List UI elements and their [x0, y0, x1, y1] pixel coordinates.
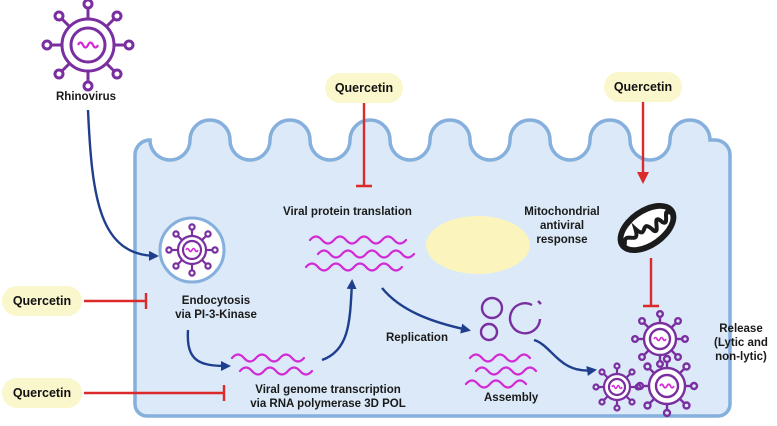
mitochondrion-icon: [617, 202, 677, 254]
inhibition-lines: [84, 100, 659, 401]
endocytosis-label: Endocytosis via PI-3-Kinase: [175, 295, 257, 321]
rhinovirus-label: Rhinovirus: [56, 91, 117, 103]
rna-strand-icon: [304, 235, 416, 272]
release-inhibit: [643, 258, 659, 308]
virus-icon: [41, 0, 135, 92]
cell-membrane: [133, 118, 732, 418]
virus-icon: [592, 362, 642, 412]
virus-icon: [635, 354, 699, 418]
endosome-icon: [158, 216, 226, 284]
assembly-label: Assembly: [484, 392, 539, 404]
quercetin-endocytosis-pill: Quercetin: [2, 286, 82, 316]
virus-icon: [631, 310, 690, 369]
rna-strand-icon: [464, 353, 538, 389]
release-label: Release (Lytic and non-lytic): [714, 323, 768, 363]
rna-strand-icon: [230, 353, 314, 376]
transcription-inhibit: [84, 385, 226, 401]
entry-arrow: [86, 109, 159, 261]
quercetin-transcription-pill: Quercetin: [2, 378, 82, 408]
to-release-arrow: [533, 338, 597, 376]
nucleus: [426, 216, 530, 274]
viral-protein-translation-label: Viral protein translation: [283, 206, 412, 218]
to-translation-arrow: [321, 279, 357, 362]
replication-arrow: [381, 287, 471, 334]
capsid-icon: [479, 296, 542, 342]
endocytosis-inhibit: [84, 293, 148, 309]
quercetin-mitochondria-pill: Quercetin: [604, 72, 682, 102]
transcription-label: Viral genome transcription via RNA polym…: [250, 384, 406, 410]
translation-inhibit: [356, 102, 372, 188]
pathway-arrows: [86, 109, 597, 376]
quercetin-translation-pill: Quercetin: [325, 73, 403, 103]
replication-label: Replication: [386, 332, 448, 344]
mitochondrial-response-label: Mitochondrial antiviral response: [524, 206, 600, 246]
to-transcription-arrow: [186, 329, 231, 371]
